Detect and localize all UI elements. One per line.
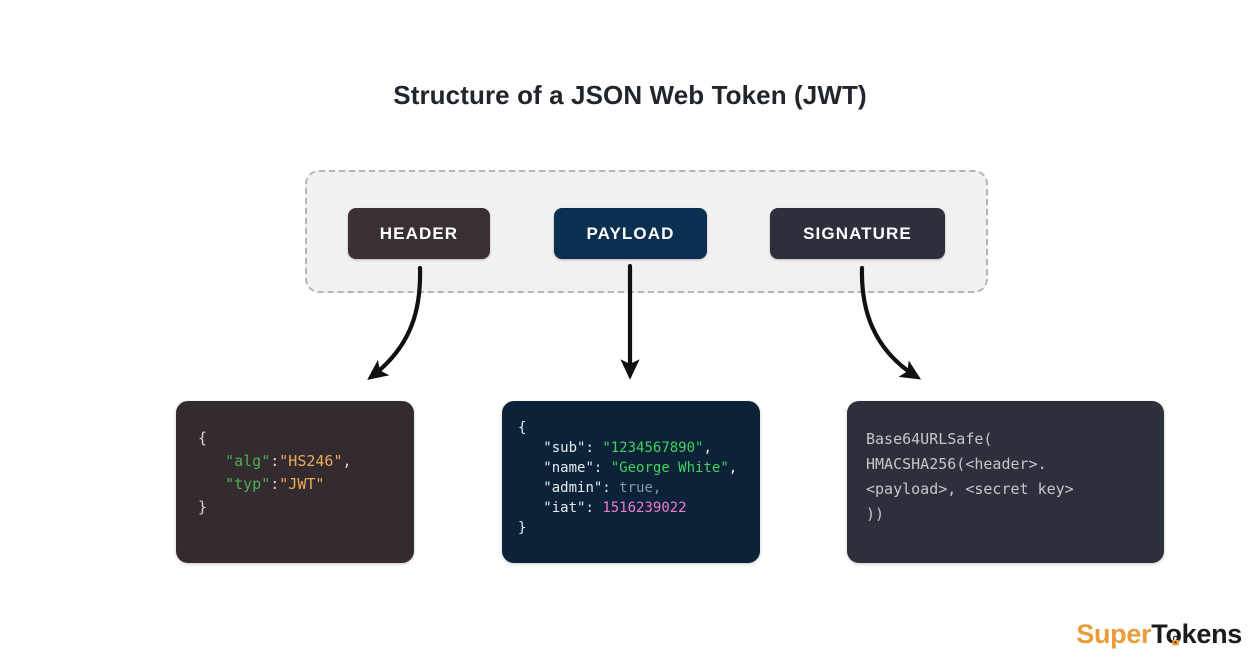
logo-text-super: Super [1076,619,1152,649]
jwt-part-header-label: HEADER [379,223,459,243]
payload-value-iat: 1516239022 [602,500,687,516]
payload-value-sub: "1234567890" [602,440,704,456]
signature-line-4: )) [866,505,885,523]
logo-tokens-label: Tokens [1151,619,1242,649]
payload-comma-0: , [703,440,712,456]
page-title: Structure of a JSON Web Token (JWT) [393,80,867,110]
header-colon-1: : [270,452,280,470]
header-code-box: { "alg":"HS246", "typ":"JWT" } [176,401,414,563]
payload-comma-1: , [728,460,738,476]
payload-key-name: "name": [543,460,603,476]
header-open-brace: { [198,429,208,447]
jwt-part-signature[interactable]: SIGNATURE [770,208,945,259]
header-value-typ: "JWT" [279,475,325,493]
header-indent-1 [198,452,225,470]
payload-value-name: "George White" [610,460,729,476]
payload-key-admin: "admin": [543,480,611,496]
header-key-typ: "typ" [225,475,271,493]
payload-key-iat: "iat": [543,500,594,516]
header-key-alg: "alg" [225,452,271,470]
payload-close-brace: } [518,520,527,536]
payload-value-admin: true [619,480,653,496]
jwt-part-signature-label: SIGNATURE [803,223,912,243]
supertokens-logo: Super Tokens [1076,619,1242,650]
payload-open-brace: { [518,420,527,436]
payload-comma-2: , [652,480,662,496]
header-colon-2: : [270,475,280,493]
jwt-part-payload-label: PAYLOAD [586,223,675,243]
header-value-alg: "HS246" [279,452,343,470]
logo-text-tokens: Tokens [1151,619,1242,650]
signature-code-box: Base64URLSafe( HMACSHA256(<header>. <pay… [847,401,1164,563]
signature-line-1: Base64URLSafe( [866,430,993,448]
lock-icon [1172,635,1180,646]
payload-key-sub: "sub": [543,440,594,456]
jwt-part-payload[interactable]: PAYLOAD [554,208,707,259]
signature-line-3: <payload>, <secret key> [866,480,1074,498]
signature-line-2: HMACSHA256(<header>. [866,455,1047,473]
payload-code-box: { "sub": "1234567890", "name": "George W… [502,401,760,563]
header-indent-2 [198,475,225,493]
jwt-part-header[interactable]: HEADER [348,208,490,259]
header-close-brace: } [198,498,208,516]
header-comma-1: , [342,452,352,470]
